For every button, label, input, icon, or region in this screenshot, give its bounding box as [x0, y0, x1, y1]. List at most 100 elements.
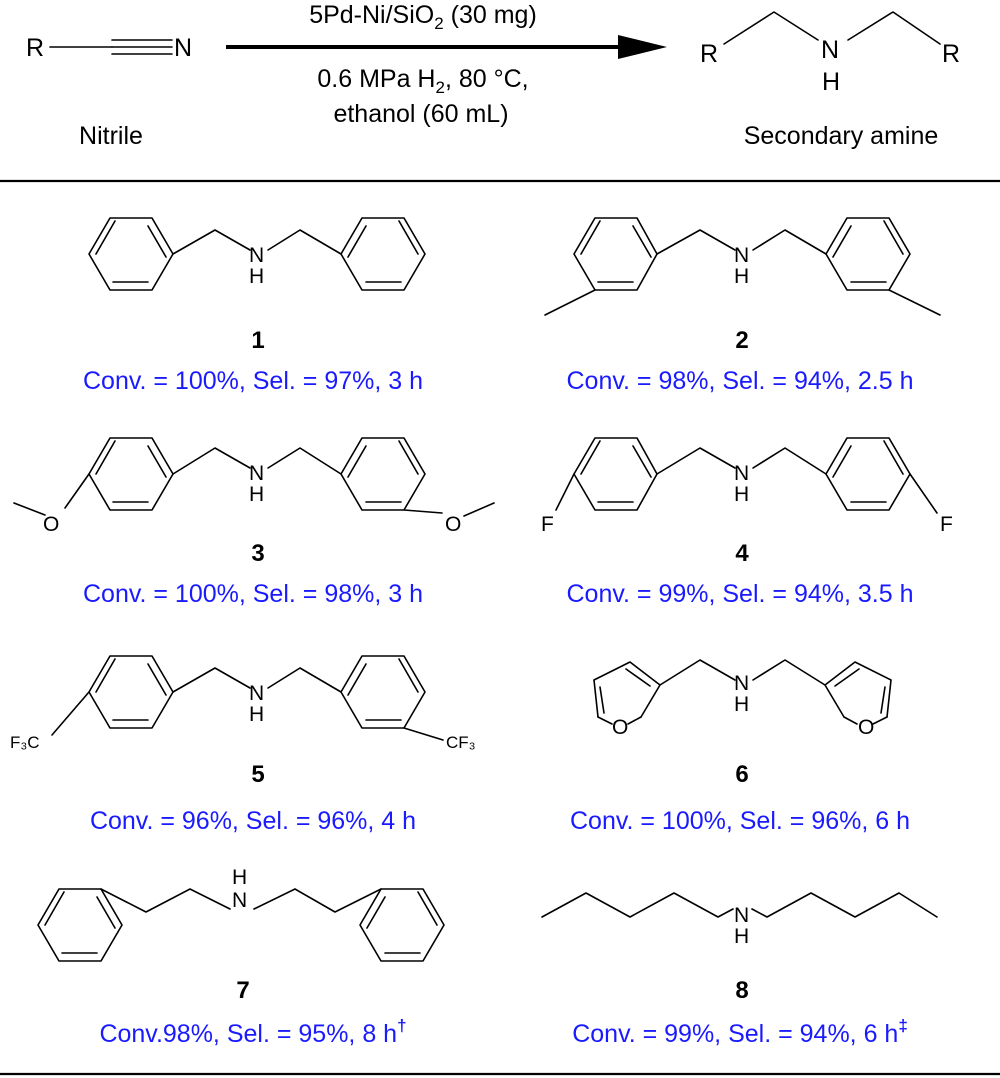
- compound-number: 7: [236, 977, 249, 1004]
- fluoro-bond: [909, 473, 938, 514]
- ring-double-bond: [147, 225, 167, 258]
- ring-double-bond: [832, 445, 852, 478]
- phenethyl-chain-right: [253, 888, 382, 913]
- methyl-bond: [13, 502, 46, 516]
- ring-double-bond: [95, 658, 116, 693]
- compound-result: Conv.98%, Sel. = 95%, 8 h†: [99, 1016, 406, 1048]
- furan-double-bond: [834, 668, 860, 687]
- nitrogen-atom: N: [734, 904, 749, 927]
- compound-4-structure: F N H F: [541, 437, 953, 536]
- ring-double-bond: [147, 663, 167, 696]
- nitrogen-atom: N: [232, 889, 247, 912]
- furan-double-bond: [599, 686, 605, 714]
- compound-3-structure: O N H O: [13, 437, 495, 536]
- nitrogen-atom: N: [249, 462, 264, 485]
- furan-double-bond: [625, 668, 651, 687]
- nitrogen-atom: N: [249, 244, 264, 267]
- amine-hydrogen: H: [249, 703, 264, 726]
- benzene-ring: [88, 217, 174, 291]
- benzene-ring: [825, 437, 911, 511]
- furan-ring-bond: [627, 716, 642, 725]
- amine-hydrogen: H: [734, 265, 749, 288]
- compound-number: 8: [735, 977, 748, 1004]
- ring-double-bond: [417, 891, 438, 926]
- furan-ring-bond: [597, 716, 613, 725]
- conditions-line-1: 0.6 MPa H2, 80 °C,: [317, 65, 528, 97]
- benzyl-chain-left: [172, 447, 251, 475]
- ring-double-bond: [147, 445, 167, 478]
- benzyl-chain-left: [172, 667, 251, 693]
- butyl-chain-left: [541, 892, 734, 918]
- ring-double-bond: [398, 440, 419, 475]
- ring-double-bond: [580, 440, 601, 475]
- nitrogen-atom: N: [734, 462, 749, 485]
- compound-result: Conv. = 100%, Sel. = 98%, 3 h: [83, 580, 423, 608]
- compound-number: 4: [735, 540, 749, 567]
- reactant-n-atom: N: [174, 34, 192, 62]
- furan-ring: [593, 661, 661, 718]
- ring-double-bond: [96, 896, 116, 929]
- amine-hydrogen: H: [734, 483, 749, 506]
- furfuryl-chain-left: [659, 659, 736, 686]
- compound-result: Conv. = 96%, Sel. = 96%, 4 h: [90, 807, 416, 835]
- compound-result: Conv. = 99%, Sel. = 94%, 6 h‡: [572, 1016, 908, 1048]
- product-n-atom: N: [821, 36, 839, 64]
- compound-number: 2: [735, 327, 748, 354]
- product-h-atom: H: [822, 68, 840, 96]
- catalyst-text: 5Pd-Ni/SiO2 (30 mg): [309, 1, 537, 33]
- benzyl-chain-right: [267, 667, 342, 693]
- reactant-label: Nitrile: [79, 122, 143, 150]
- furan-ring: [824, 661, 892, 718]
- benzene-ring: [340, 437, 426, 511]
- benzene-ring: [88, 437, 174, 511]
- compound-number: 5: [251, 761, 264, 788]
- product-right-arm: [847, 11, 941, 45]
- conditions-line-2: ethanol (60 mL): [333, 100, 508, 128]
- fluorine-atom: F: [541, 513, 554, 536]
- ring-double-bond: [883, 220, 904, 255]
- amine-hydrogen: H: [734, 693, 749, 716]
- benzene-ring: [340, 217, 426, 291]
- compound-number: 6: [735, 761, 748, 788]
- oxygen-atom: O: [858, 716, 874, 739]
- furfuryl-chain-right: [752, 659, 826, 686]
- amine-hydrogen: H: [249, 265, 264, 288]
- nitrogen-atom: N: [249, 682, 264, 705]
- reaction-scheme: R N Nitrile 5Pd-Ni/SiO2 (30 mg) 0.6 MPa …: [26, 1, 960, 150]
- compound-number: 1: [251, 327, 264, 354]
- trifluoromethyl-group: CF₃: [446, 733, 476, 752]
- fluoro-bond: [555, 473, 575, 511]
- amine-hydrogen: H: [734, 925, 749, 948]
- benzyl-chain-left: [172, 229, 251, 255]
- ring-double-bond: [580, 220, 601, 255]
- benzyl-chain-right: [752, 447, 827, 475]
- methyl-bond: [463, 502, 495, 517]
- oxygen-atom: O: [445, 513, 461, 536]
- ring-double-bond: [632, 445, 652, 478]
- benzene-ring: [573, 217, 658, 291]
- product-r-right-atom: R: [942, 40, 960, 68]
- ring-double-bond: [632, 225, 652, 258]
- compound-number: 3: [251, 540, 264, 567]
- methyl-bond: [544, 289, 596, 316]
- ring-double-bond: [44, 891, 65, 926]
- reaction-arrow-head: [618, 35, 667, 59]
- benzene-ring: [573, 437, 658, 511]
- ring-double-bond: [347, 225, 367, 258]
- compound-6-structure: O N H O: [593, 659, 892, 739]
- compound-5-structure: F₃C N H CF₃: [10, 655, 476, 752]
- phenethyl-chain-left: [100, 888, 231, 913]
- ring-double-bond: [398, 658, 419, 693]
- benzyl-chain-right: [267, 447, 342, 475]
- compound-result: Conv. = 100%, Sel. = 97%, 3 h: [83, 367, 423, 395]
- product-r-left-atom: R: [700, 40, 718, 68]
- methoxy-bond: [64, 473, 90, 509]
- compound-result: Conv. = 99%, Sel. = 94%, 3.5 h: [567, 580, 914, 608]
- secondary-amine-structure: R N H R: [700, 11, 960, 96]
- ring-double-bond: [347, 663, 367, 696]
- compound-result: Conv. = 98%, Sel. = 94%, 2.5 h: [567, 367, 914, 395]
- compound-result: Conv. = 100%, Sel. = 96%, 6 h: [570, 807, 910, 835]
- oxygen-atom: O: [43, 513, 59, 536]
- benzyl-chain-right: [752, 229, 827, 255]
